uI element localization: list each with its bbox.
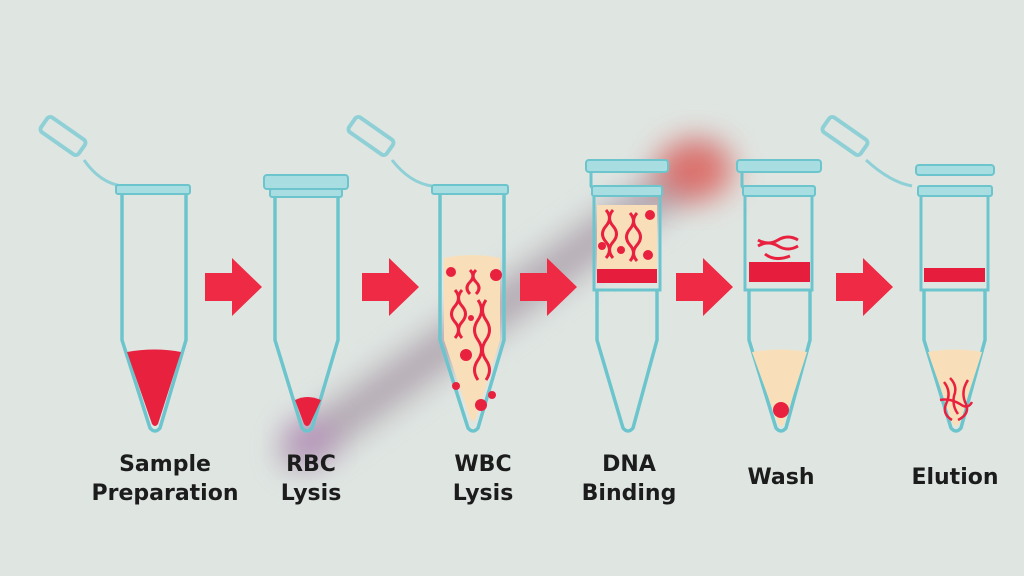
background-pipette [281, 140, 733, 469]
silica-membrane [924, 268, 985, 282]
right-arrow-icon [676, 258, 733, 316]
step-label-dna-binding: DNA Binding [581, 452, 677, 506]
right-arrow-icon [520, 258, 577, 316]
step-2-tube [263, 174, 349, 433]
step-5-tube [736, 159, 822, 433]
cell-debris [446, 267, 502, 411]
step-label-elution: Elution [911, 465, 999, 490]
step-label-wbc-lysis: WBC Lysis [452, 452, 514, 506]
right-arrow-icon [836, 258, 893, 316]
spin-column-icon [736, 159, 822, 433]
step-label-wash: Wash [747, 465, 815, 490]
step-1-tube [38, 115, 191, 433]
silica-membrane [597, 269, 657, 283]
step-label-rbc-lysis: RBC Lysis [280, 452, 342, 506]
dna-strand-icon [601, 209, 642, 262]
right-arrow-icon [205, 258, 262, 316]
dna-strand-icon [450, 268, 491, 381]
cell-debris [598, 210, 655, 260]
step-label-sample-preparation: Sample Preparation [91, 452, 239, 506]
cell-pellet [295, 397, 321, 426]
step-3-tube [346, 115, 509, 433]
wash-flowthrough [752, 349, 807, 426]
step-4-tube [585, 159, 669, 433]
silica-membrane [749, 262, 810, 282]
dna-strand-icon [939, 377, 974, 422]
cell-debris [773, 402, 789, 418]
microtube-closed-icon [263, 174, 349, 433]
right-arrow-icon [362, 258, 419, 316]
step-6-tube [820, 115, 995, 433]
microtube-open-icon [346, 115, 509, 433]
microtube-open-icon [820, 115, 995, 433]
spin-column-icon [585, 159, 669, 433]
microtube-open-icon [38, 115, 191, 433]
dna-strand-icon [757, 235, 799, 261]
blood-sample [127, 349, 181, 426]
